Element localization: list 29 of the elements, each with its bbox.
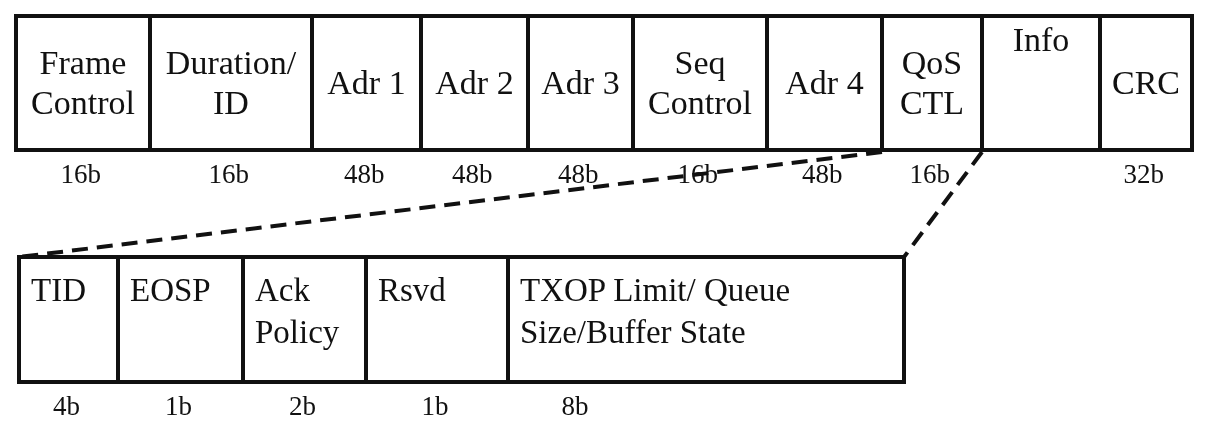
bit-size-label: 48b [558,160,599,188]
bit-size-label: 1b [421,392,449,420]
bit-size-label: 8b [561,392,589,420]
field-name: Adr 2 [435,63,514,103]
field-name: Info [1012,20,1070,60]
field-name: Adr 3 [541,63,620,103]
bit-size-label: 16b [909,160,950,188]
field-name: Adr 4 [785,63,864,103]
bit-size-label: 48b [344,160,385,188]
bit-size-label: 48b [802,160,843,188]
field-name: Seq Control [647,43,753,123]
bit-size-label: 1b [165,392,192,420]
bit-size-label: 16b [208,160,249,188]
bit-size-label: 16b [60,160,101,188]
bit-size-label: 32b [1123,160,1164,188]
field-name: Frame Control [30,43,136,123]
field-name: TID [31,271,86,310]
expansion-line [902,150,984,259]
field-name: EOSP [130,271,211,310]
field-name: Adr 1 [327,63,406,103]
bit-size-label: 4b [53,392,80,420]
bit-size-label: 48b [452,160,493,188]
field-name: Rsvd [378,271,446,310]
field-name: Ack Policy [255,271,341,352]
bit-size-label: 2b [289,392,316,420]
field-name: CRC [1111,63,1180,103]
field-name: Duration/ ID [164,43,298,123]
field-name: QoS CTL [898,43,966,123]
field-name: TXOP Limit/ Queue Size/Buffer State [520,271,792,352]
